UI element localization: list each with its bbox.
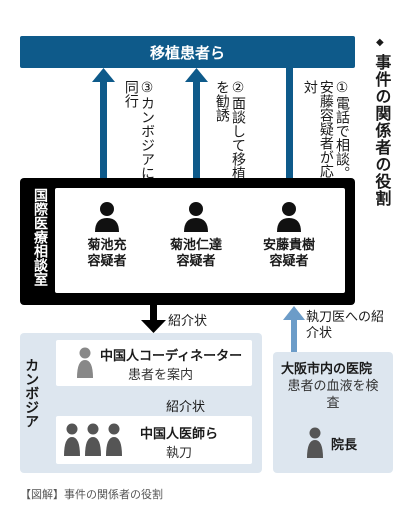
osaka-note: 執刀医への紹介状	[306, 310, 385, 342]
arrow-up-3	[92, 68, 115, 185]
coordinator-title: 中国人コーディネーター	[100, 349, 243, 364]
figure-caption: 【図解】事件の関係者の役割	[20, 488, 163, 501]
suspect-2-name: 菊池仁達	[169, 238, 222, 253]
arrow-up-2	[185, 68, 208, 185]
person-icon	[184, 202, 208, 232]
osaka-director: 院長	[331, 438, 358, 453]
step-1-label: ①電話で相談。安藤容疑者が応対	[301, 80, 350, 180]
suspect-2-role: 容疑者	[176, 254, 216, 270]
person-icon	[307, 427, 323, 458]
osaka-clinic-block: 大阪市内の医院 患者の血液を検査 院長	[273, 352, 393, 473]
suspect-2: 菊池仁達 容疑者	[161, 200, 231, 271]
arrow-down-referral	[141, 305, 166, 333]
suspect-1-name: 菊池充	[87, 238, 127, 253]
referral-label-2: 紹介状	[166, 400, 206, 415]
suspect-3-name: 安藤貴樹	[262, 238, 315, 253]
doctors-desc: 執刀	[166, 446, 193, 461]
patients-title: 移植患者ら	[149, 43, 225, 62]
side-title: 事件の関係者の役割	[372, 54, 392, 207]
osaka-desc: 患者の血液を検査	[287, 379, 379, 411]
osaka-title: 大阪市内の医院	[281, 362, 373, 377]
arrow-up-osaka	[283, 306, 305, 352]
doctors-card: 中国人医師ら 執刀	[56, 416, 252, 464]
coordinator-card: 中国人コーディネーター 患者を案内	[56, 340, 252, 386]
step-3-label: ③カンボジアに同行	[122, 80, 155, 180]
suspect-3-role: 容疑者	[269, 254, 309, 270]
patients-bar: 移植患者ら	[20, 36, 355, 68]
people-group-icon	[64, 423, 122, 456]
step-2-label: ②面談して移植を勧誘	[213, 80, 246, 180]
suspect-1-role: 容疑者	[87, 254, 127, 270]
referral-label-1: 紹介状	[168, 314, 208, 329]
person-icon	[95, 202, 119, 232]
suspect-1: 菊池充 容疑者	[77, 200, 137, 271]
suspect-3: 安藤貴樹 容疑者	[253, 200, 325, 271]
consultation-office-label: 国際医療相談室	[32, 188, 48, 286]
person-icon	[277, 202, 301, 232]
cube-icon: ◆	[376, 37, 384, 48]
person-icon	[77, 347, 93, 378]
doctors-title: 中国人医師ら	[140, 427, 219, 442]
suspects-box: 菊池充 容疑者 菊池仁達 容疑者 安藤貴樹 容疑者	[55, 188, 345, 293]
coordinator-desc: 患者を案内	[128, 368, 194, 383]
cambodia-label: カンボジア	[23, 358, 40, 428]
